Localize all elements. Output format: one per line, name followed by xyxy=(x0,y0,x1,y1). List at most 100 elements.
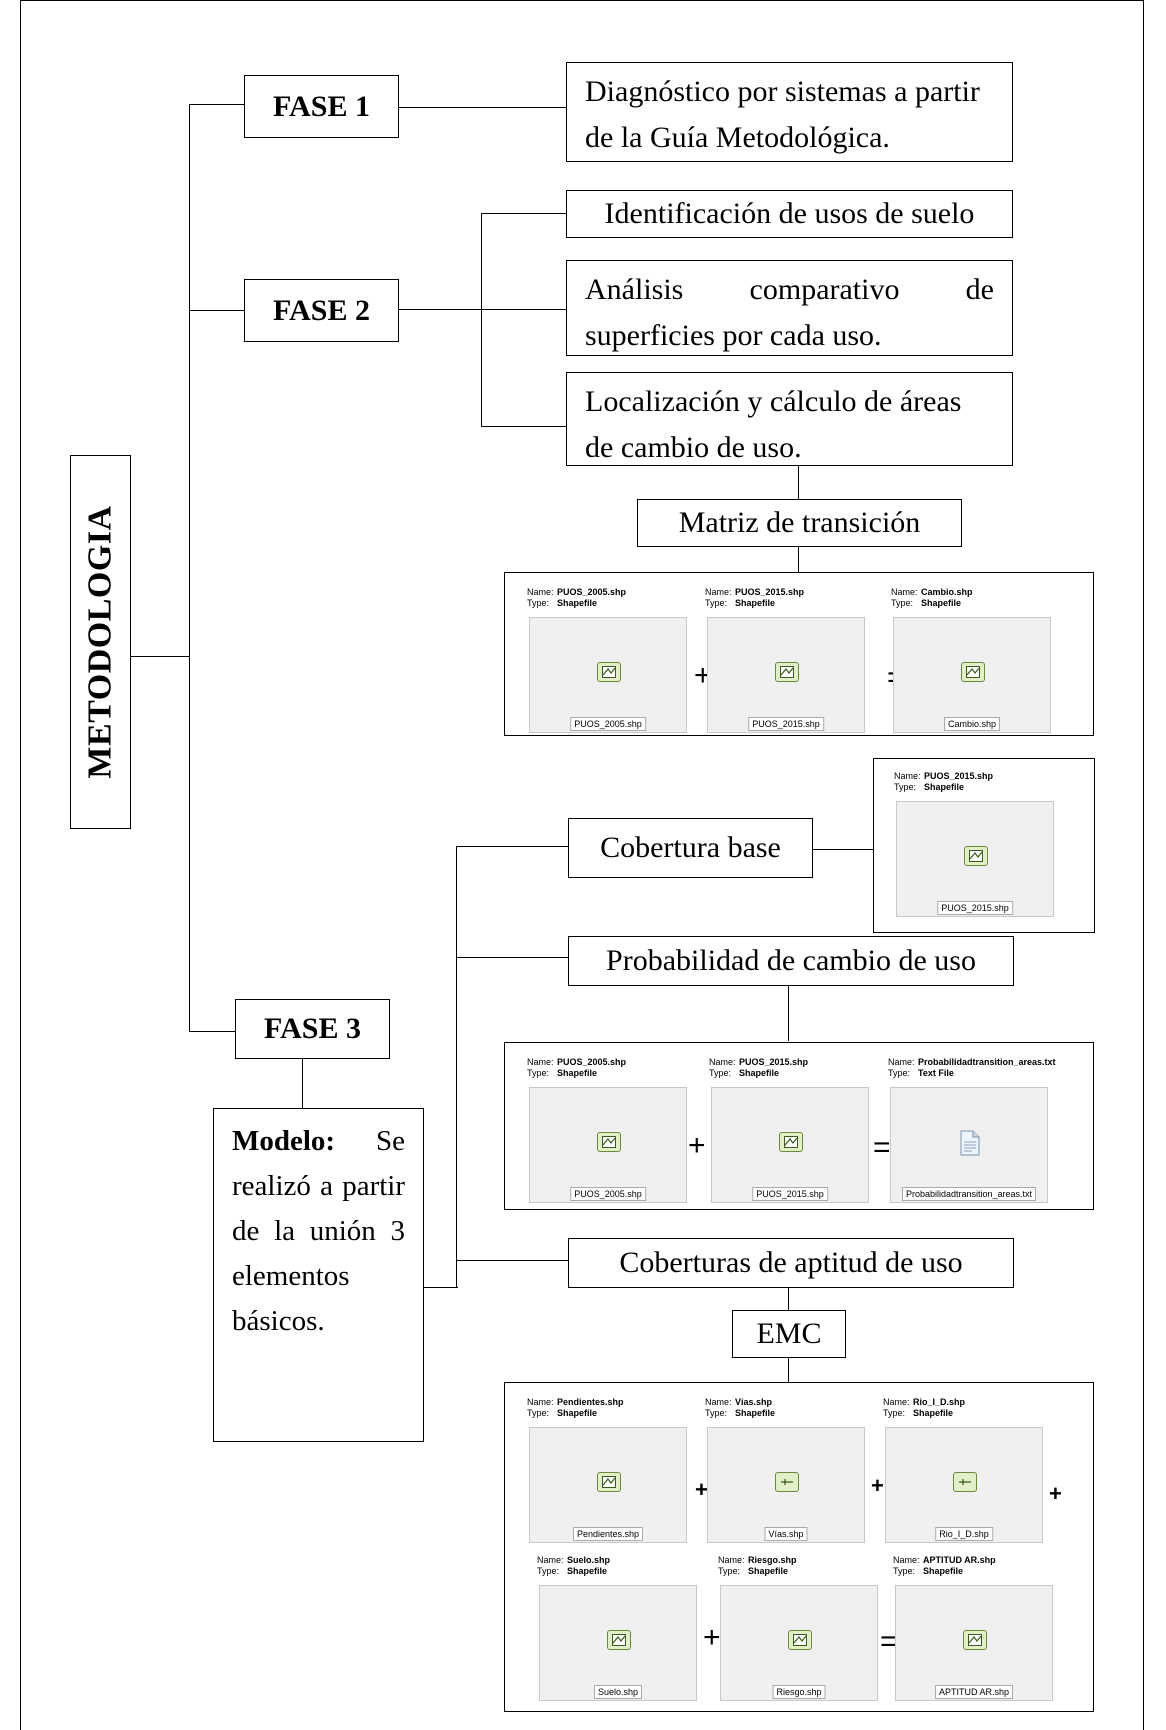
file-type: Shapefile xyxy=(913,1408,954,1418)
file-thumbnail: Probabilidadtransition_areas.txt xyxy=(890,1087,1048,1203)
polygon-shapefile-icon xyxy=(961,662,985,682)
file-caption: PUOS_2005.shp xyxy=(570,1187,646,1201)
file-type: Shapefile xyxy=(567,1566,608,1576)
cobertura-base-box: Cobertura base xyxy=(568,818,813,878)
file-type: Shapefile xyxy=(735,1408,776,1418)
connector xyxy=(788,1356,790,1382)
polygon-shapefile-icon xyxy=(964,846,988,866)
file-thumbnail: PUOS_2005.shp xyxy=(529,1087,687,1203)
polygon-shapefile-icon xyxy=(597,1472,621,1492)
file-caption: Riesgo.shp xyxy=(772,1685,826,1699)
file-caption: Probabilidadtransition_areas.txt xyxy=(901,1187,1037,1201)
connector xyxy=(788,985,790,1041)
file-caption: PUOS_2015.shp xyxy=(748,717,824,731)
file-thumbnail: Suelo.shp xyxy=(539,1585,697,1701)
file-type: Shapefile xyxy=(739,1068,780,1078)
modelo-text: Se realizó a partir de la unión 3 elemen… xyxy=(232,1125,405,1337)
file-thumbnail: Vías.shp xyxy=(707,1427,865,1543)
polygon-shapefile-icon xyxy=(597,662,621,682)
type-key: Type: xyxy=(705,598,728,608)
file-type: Shapefile xyxy=(921,598,962,608)
name-key: Name: xyxy=(709,1057,736,1067)
matriz-transicion-box: Matriz de transición xyxy=(637,499,962,547)
file-thumbnail: Pendientes.shp xyxy=(529,1427,687,1543)
line-shapefile-icon xyxy=(953,1472,977,1492)
plus-operator: + xyxy=(695,1477,708,1502)
file-name: Cambio.shp xyxy=(921,587,973,597)
file-name: PUOS_2015.shp xyxy=(735,587,805,597)
connector xyxy=(189,1031,235,1033)
type-key: Type: xyxy=(893,1566,916,1576)
type-key: Type: xyxy=(718,1566,741,1576)
fase1-label: FASE 1 xyxy=(273,89,370,123)
connector xyxy=(456,846,458,1288)
connector xyxy=(481,426,566,428)
plus-operator: + xyxy=(688,1129,706,1162)
file-caption: APTITUD AR.shp xyxy=(934,1685,1014,1699)
file-thumbnail: PUOS_2015.shp xyxy=(711,1087,869,1203)
file-thumbnail: PUOS_2005.shp xyxy=(529,617,687,733)
connector xyxy=(456,846,568,848)
file-thumbnail: APTITUD AR.shp xyxy=(895,1585,1053,1701)
file-caption: PUOS_2005.shp xyxy=(570,717,646,731)
name-key: Name: xyxy=(893,1555,920,1565)
connector xyxy=(189,310,244,312)
file-name: Riesgo.shp xyxy=(748,1555,797,1565)
modelo-heading: Modelo: xyxy=(232,1125,336,1157)
connector xyxy=(130,656,190,658)
metodologia-label: METODOLOGIA xyxy=(81,505,119,779)
file-thumbnail: Rio_I_D.shp xyxy=(885,1427,1043,1543)
file-caption: Cambio.shp xyxy=(943,717,1001,731)
fase2-item-analisis: Análisis comparativo de superficies por … xyxy=(566,260,1013,356)
file-caption: Suelo.shp xyxy=(593,1685,643,1699)
type-key: Type: xyxy=(705,1408,728,1418)
connector xyxy=(302,1058,304,1108)
plus-operator: + xyxy=(871,1473,884,1498)
fase3-box: FASE 3 xyxy=(235,999,390,1059)
file-type: Text File xyxy=(918,1068,954,1078)
name-key: Name: xyxy=(891,587,918,597)
file-caption: PUOS_2015.shp xyxy=(752,1187,828,1201)
line-shapefile-icon xyxy=(775,1472,799,1492)
file-name: Pendientes.shp xyxy=(557,1397,624,1407)
emc-box: EMC xyxy=(732,1310,846,1358)
type-key: Type: xyxy=(709,1068,732,1078)
aptitud-box: Coberturas de aptitud de uso xyxy=(568,1238,1014,1288)
polygon-shapefile-icon xyxy=(788,1630,812,1650)
polygon-shapefile-icon xyxy=(597,1132,621,1152)
polygon-shapefile-icon xyxy=(963,1630,987,1650)
polygon-shapefile-icon xyxy=(779,1132,803,1152)
metodologia-box: METODOLOGIA xyxy=(70,455,131,829)
type-key: Type: xyxy=(527,1068,550,1078)
name-key: Name: xyxy=(527,1397,554,1407)
type-key: Type: xyxy=(527,1408,550,1418)
polygon-shapefile-icon xyxy=(607,1630,631,1650)
file-name: Suelo.shp xyxy=(567,1555,611,1565)
file-name: PUOS_2005.shp xyxy=(557,1057,627,1067)
name-key: Name: xyxy=(718,1555,745,1565)
type-key: Type: xyxy=(537,1566,560,1576)
fase2-box: FASE 2 xyxy=(244,279,399,342)
fase3-label: FASE 3 xyxy=(264,1012,361,1045)
file-name: PUOS_2005.shp xyxy=(557,587,627,597)
